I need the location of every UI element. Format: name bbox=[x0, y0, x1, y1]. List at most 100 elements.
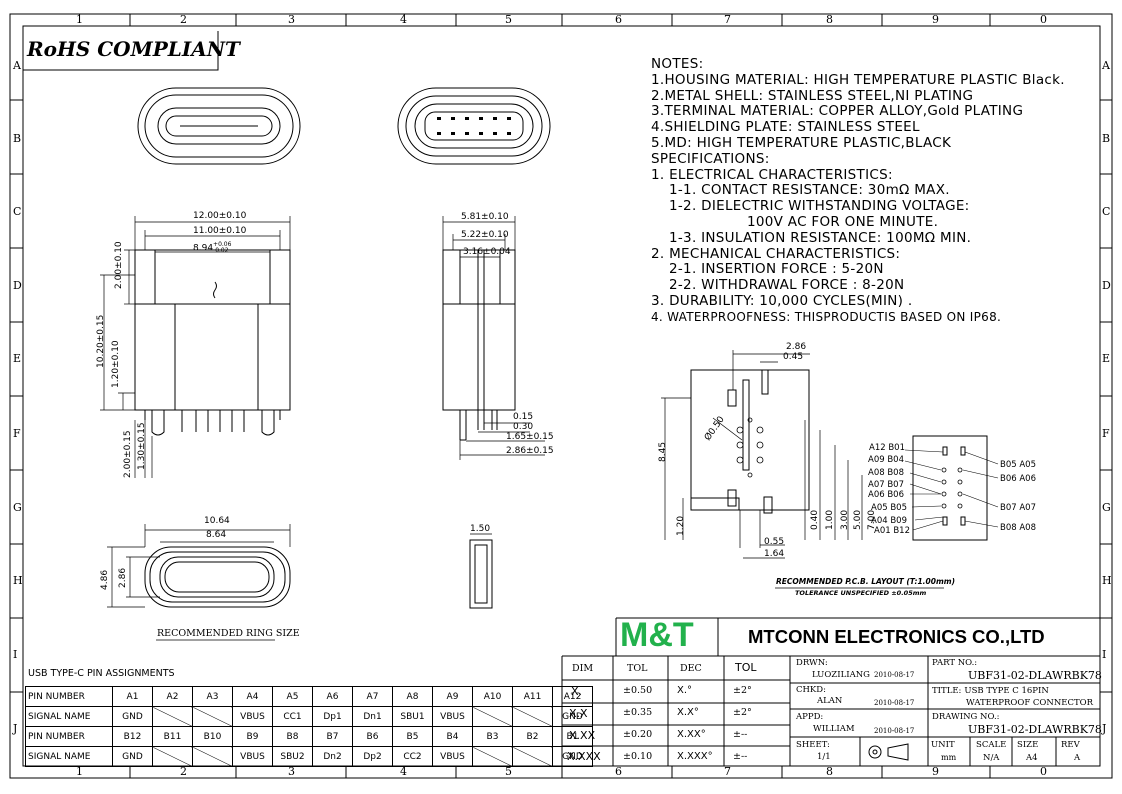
zone-i-right: I bbox=[1102, 648, 1107, 661]
zone-8-bottom: 8 bbox=[826, 765, 833, 778]
pin-cell: VBUS bbox=[432, 746, 473, 767]
note-line: 5.MD: HIGH TEMPERATURE PLASTIC,BLACK bbox=[651, 134, 952, 151]
receptacle-front-outline bbox=[137, 87, 301, 165]
pin-cell bbox=[472, 746, 513, 767]
zone-4-top: 4 bbox=[400, 13, 407, 26]
pin-cell: A9 bbox=[432, 686, 473, 707]
pcb-vdim: 3.00 bbox=[840, 509, 850, 530]
pin-cell: A5 bbox=[272, 686, 313, 707]
size-value: A4 bbox=[1026, 753, 1038, 763]
ring-caption: RECOMMENDED RING SIZE bbox=[157, 628, 300, 639]
pcb-tolerance: TOLERANCE UNSPECIFIED ±0.05mm bbox=[795, 589, 927, 597]
dim-1-20: 1.20±0.10 bbox=[111, 340, 121, 388]
pin-cell: B11 bbox=[152, 726, 193, 747]
zone-7-top: 7 bbox=[724, 13, 731, 26]
dim-12: 12.00±0.10 bbox=[193, 211, 247, 221]
zone-g-right: G bbox=[1102, 501, 1111, 514]
rohs-box bbox=[23, 31, 219, 71]
zone-2-top: 2 bbox=[180, 13, 187, 26]
dim-0-15: 0.15 bbox=[513, 412, 534, 422]
zone-4-bottom: 4 bbox=[400, 765, 407, 778]
zone-e-left: E bbox=[13, 352, 22, 365]
pcb-dim-8-45: 8.45 bbox=[658, 441, 668, 462]
zone-d-right: D bbox=[1102, 279, 1111, 292]
zone-e-right: E bbox=[1102, 352, 1111, 365]
pin-cell: CC1 bbox=[272, 706, 313, 727]
zone-d-left: D bbox=[13, 279, 22, 292]
title-block-lines bbox=[561, 617, 1100, 766]
pin-cell: VBUS bbox=[232, 746, 273, 767]
pcb-dim-1-64: 1.64 bbox=[764, 549, 785, 559]
pin-cell: GND bbox=[112, 706, 153, 727]
dim-2-00: 2.00±0.10 bbox=[114, 241, 124, 289]
pin-cell bbox=[512, 746, 553, 767]
drwn-name: LUOZILIANG bbox=[812, 670, 870, 680]
pcb-dim-0-55: 0.55 bbox=[764, 537, 785, 547]
dim-1-65: 1.65±0.15 bbox=[506, 432, 554, 442]
pin-label: A07 B07 bbox=[868, 480, 904, 490]
pin-label: A09 B04 bbox=[868, 455, 904, 465]
zone-1-bottom: 1 bbox=[76, 765, 83, 778]
tol-header-dim: DIM bbox=[572, 663, 594, 674]
ring-dim-2-86: 2.86 bbox=[118, 567, 128, 588]
pin-cell: B7 bbox=[312, 726, 353, 747]
pin-cell: A11 bbox=[512, 686, 553, 707]
pin-cell: B12 bbox=[112, 726, 153, 747]
pin-cell: GND bbox=[112, 746, 153, 767]
pin-cell: SBU1 bbox=[392, 706, 433, 727]
appd-name: WILLIAM bbox=[813, 724, 855, 734]
scale-value: N/A bbox=[983, 753, 1000, 763]
zone-6-top: 6 bbox=[615, 13, 622, 26]
pin-cell bbox=[192, 746, 233, 767]
pin-row-label: PIN NUMBER bbox=[25, 726, 113, 747]
zone-5-bottom: 5 bbox=[505, 765, 512, 778]
pin-cell bbox=[512, 706, 553, 727]
zone-i-left: I bbox=[13, 648, 18, 661]
zone-7-bottom: 7 bbox=[724, 765, 731, 778]
dim-8-94-tol-dn: -0.02 bbox=[213, 247, 229, 254]
dim-11: 11.00±0.10 bbox=[193, 226, 247, 236]
pin-cell bbox=[192, 706, 233, 727]
pin-row-label: SIGNAL NAME bbox=[25, 746, 113, 767]
appd-label: APPD: bbox=[796, 712, 824, 722]
zone-ticks bbox=[10, 14, 1112, 778]
pin-cell: B8 bbox=[272, 726, 313, 747]
pin-label: A01 B12 bbox=[874, 526, 910, 536]
spec-line: 2-1. INSERTION FORCE : 5-20N bbox=[669, 261, 884, 278]
pin-cell: Dp1 bbox=[312, 706, 353, 727]
pin-cell: VBUS bbox=[432, 706, 473, 727]
dim-5-81: 5.81±0.10 bbox=[461, 212, 509, 222]
pin-cell: A6 bbox=[312, 686, 353, 707]
pcb-vdim: 1.00 bbox=[825, 509, 835, 530]
tol-cell: X.X° bbox=[677, 707, 699, 718]
pcb-caption: RECOMMENDED P.C.B. LAYOUT (T:1.00mm) bbox=[776, 577, 956, 586]
zone-f-left: F bbox=[13, 427, 21, 440]
zone-3-top: 3 bbox=[288, 13, 295, 26]
pin-cell: SBU2 bbox=[272, 746, 313, 767]
spec-line: 3. DURABILITY: 10,000 CYCLES(MIN) . bbox=[651, 292, 913, 309]
pin-cell bbox=[472, 706, 513, 727]
zone-h-left: H bbox=[13, 574, 23, 587]
pin-cell: VBUS bbox=[232, 706, 273, 727]
note-line: 3.TERMINAL MATERIAL: COPPER ALLOY,Gold P… bbox=[651, 103, 1024, 120]
dim-8-94-tol-up: +0.06 bbox=[213, 241, 232, 248]
note-line: 1.HOUSING MATERIAL: HIGH TEMPERATURE PLA… bbox=[651, 71, 1065, 88]
pin-cell: Dn1 bbox=[352, 706, 393, 727]
zone-f-right: F bbox=[1102, 427, 1110, 440]
tol-cell: ±-- bbox=[733, 729, 748, 740]
zone-g-left: G bbox=[13, 501, 22, 514]
sheet-value: 1/1 bbox=[817, 752, 831, 762]
dim-2-00b: 2.00±0.15 bbox=[123, 430, 133, 478]
pin-label: A12 B01 bbox=[869, 443, 905, 453]
side-view-body bbox=[442, 249, 516, 441]
part-no: UBF31-02-DLAWRBK78 bbox=[968, 669, 1102, 682]
dim-1-30: 1.30±0.15 bbox=[137, 422, 147, 470]
dim-8-94: 8.94+0.06-0.02 bbox=[193, 242, 231, 254]
pin-row-label: SIGNAL NAME bbox=[25, 706, 113, 727]
pin-cell: GND bbox=[552, 746, 593, 767]
rohs-compliant-label: RoHS COMPLIANT bbox=[27, 37, 240, 61]
